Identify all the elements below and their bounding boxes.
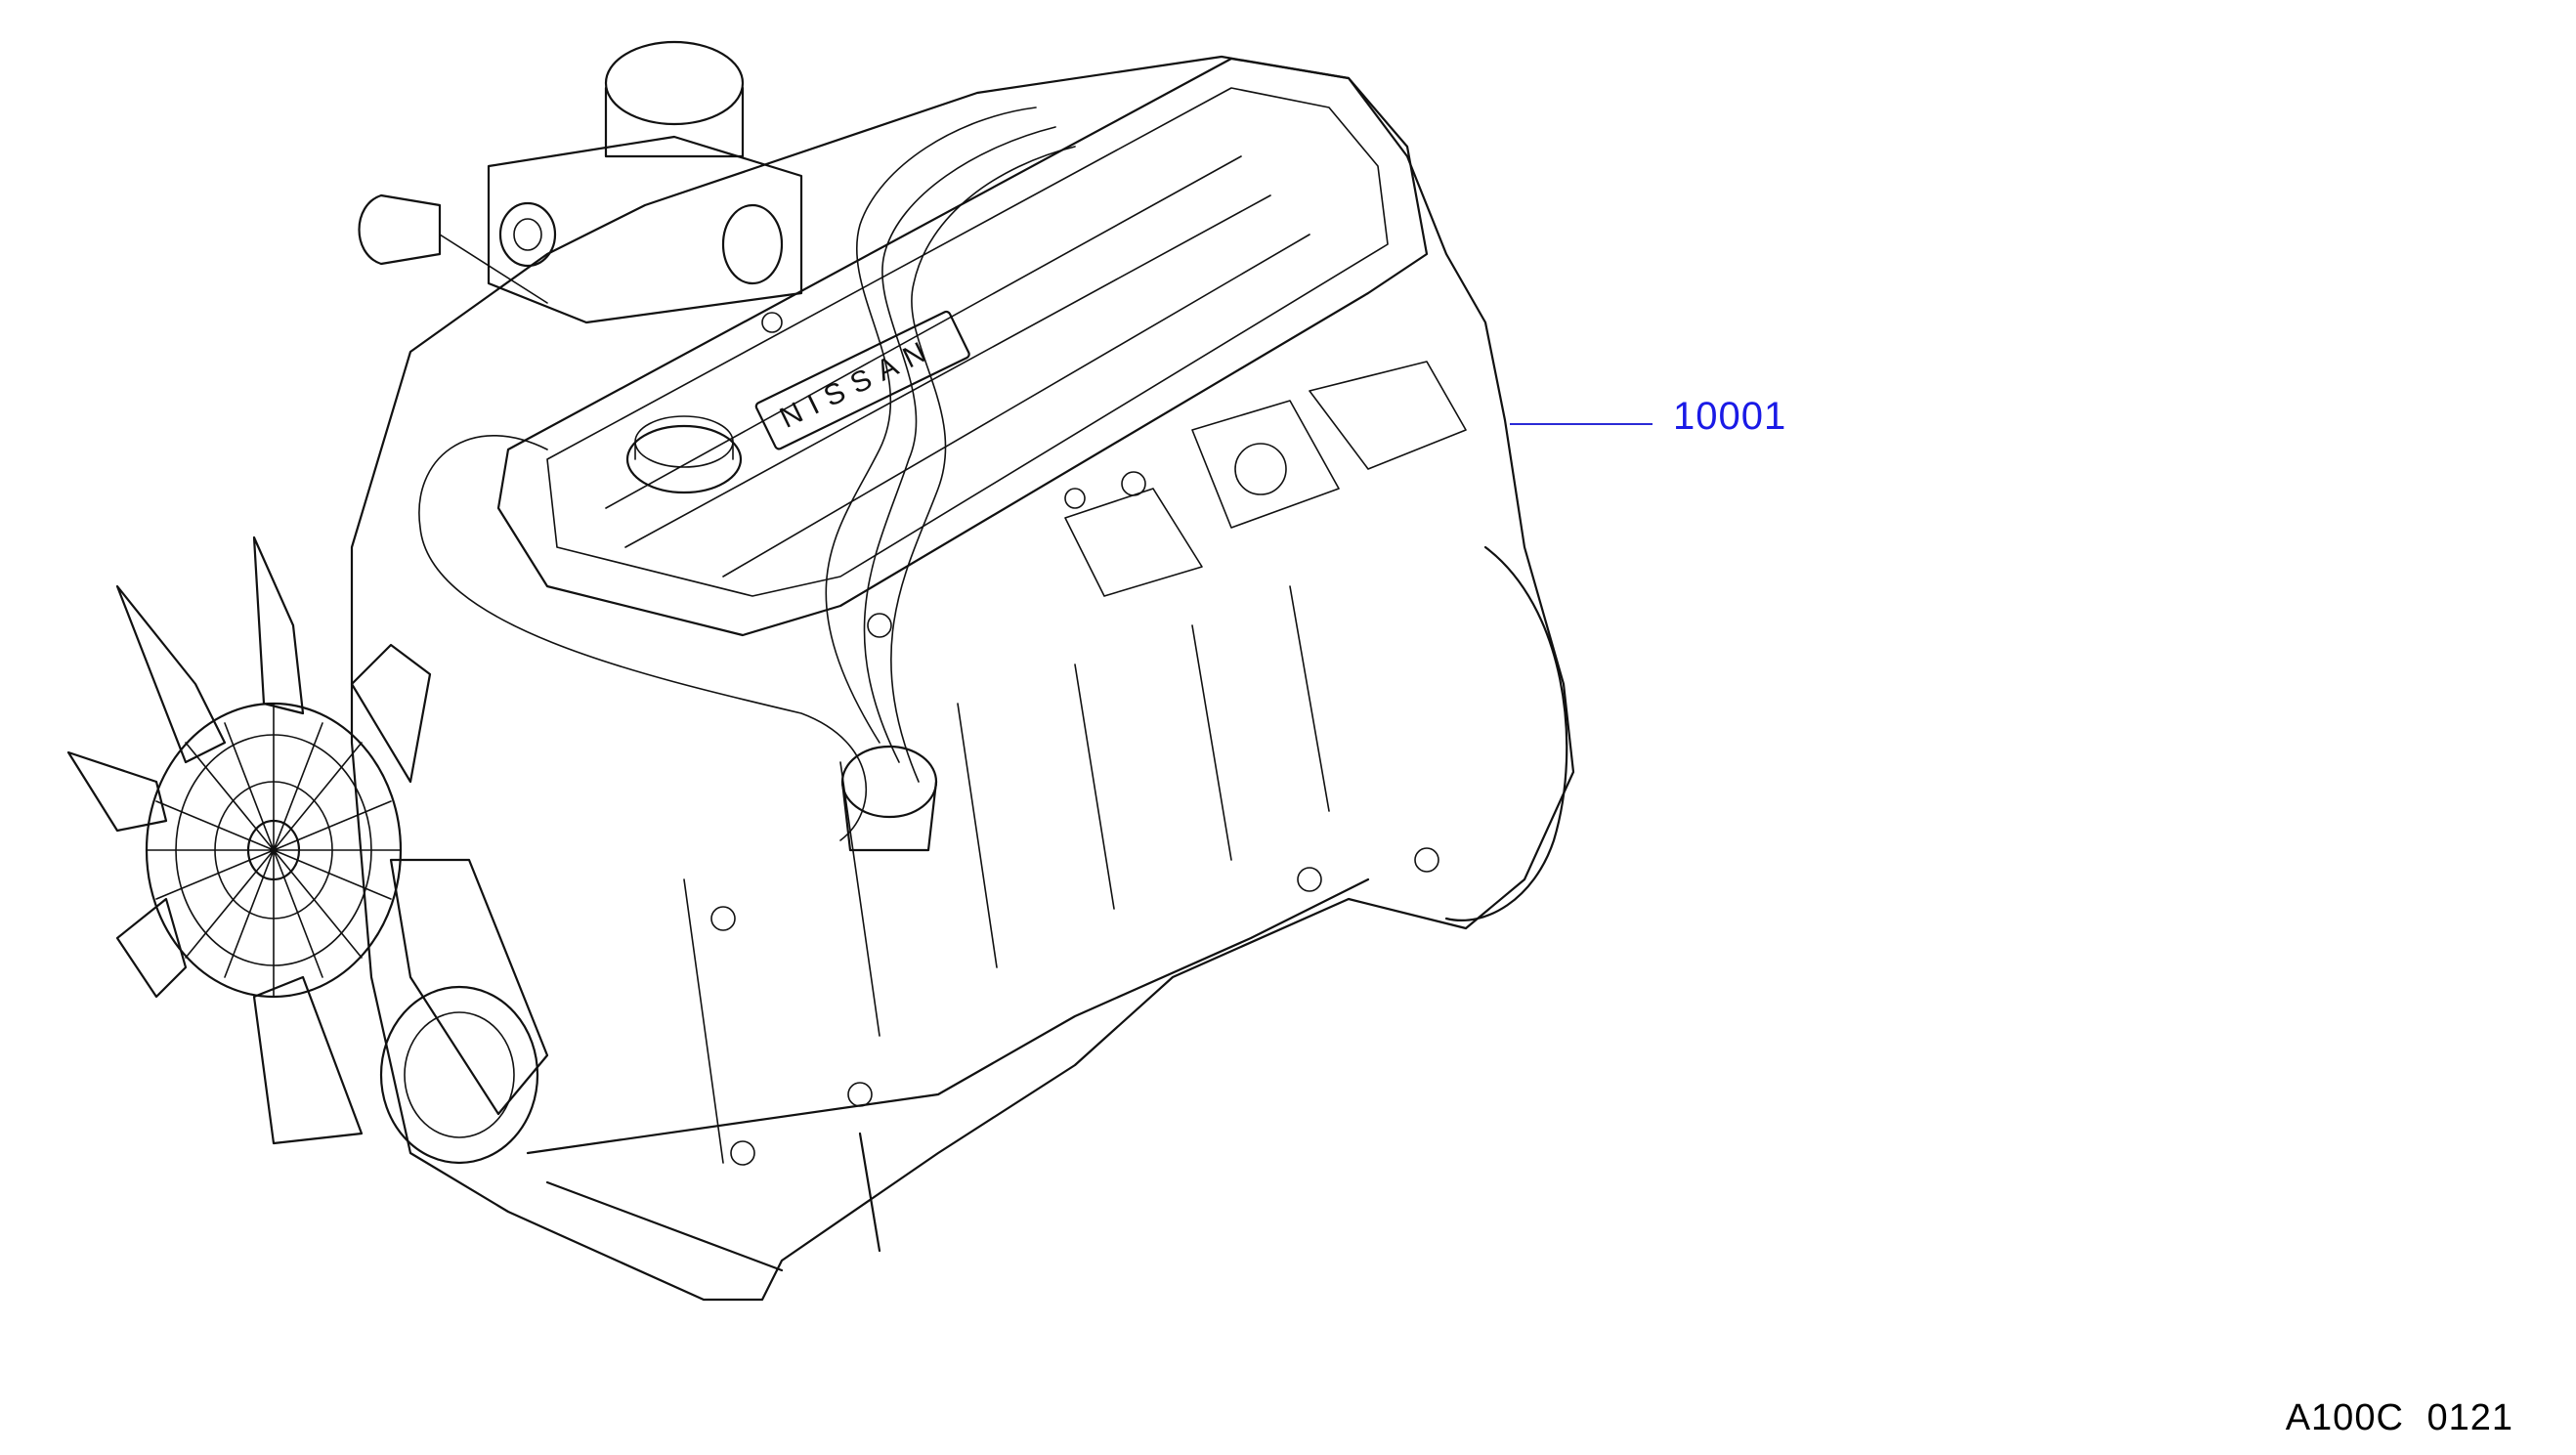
intake-manifold xyxy=(1064,361,1467,597)
valve-cover xyxy=(496,57,1429,637)
carburetor xyxy=(358,40,803,324)
callout-leader-line xyxy=(1510,423,1653,425)
fan-blade xyxy=(115,584,227,764)
block-ribs xyxy=(683,585,1330,1164)
oil-pan xyxy=(526,877,1370,1272)
flywheel-housing xyxy=(1444,545,1568,921)
part-number-label[interactable]: 10001 xyxy=(1673,395,1787,438)
figure-code-label: A100C 0121 xyxy=(2285,1397,2513,1438)
oil-filler-cap xyxy=(625,415,743,494)
bolts xyxy=(710,312,1439,1166)
cooling-fan xyxy=(66,535,549,1145)
crank-pulley xyxy=(379,985,539,1165)
distributor xyxy=(840,745,938,852)
engine-block-outline xyxy=(350,55,1575,1302)
nissan-badge: NISSAN xyxy=(754,310,970,450)
spark-plug-wires xyxy=(418,107,1076,841)
